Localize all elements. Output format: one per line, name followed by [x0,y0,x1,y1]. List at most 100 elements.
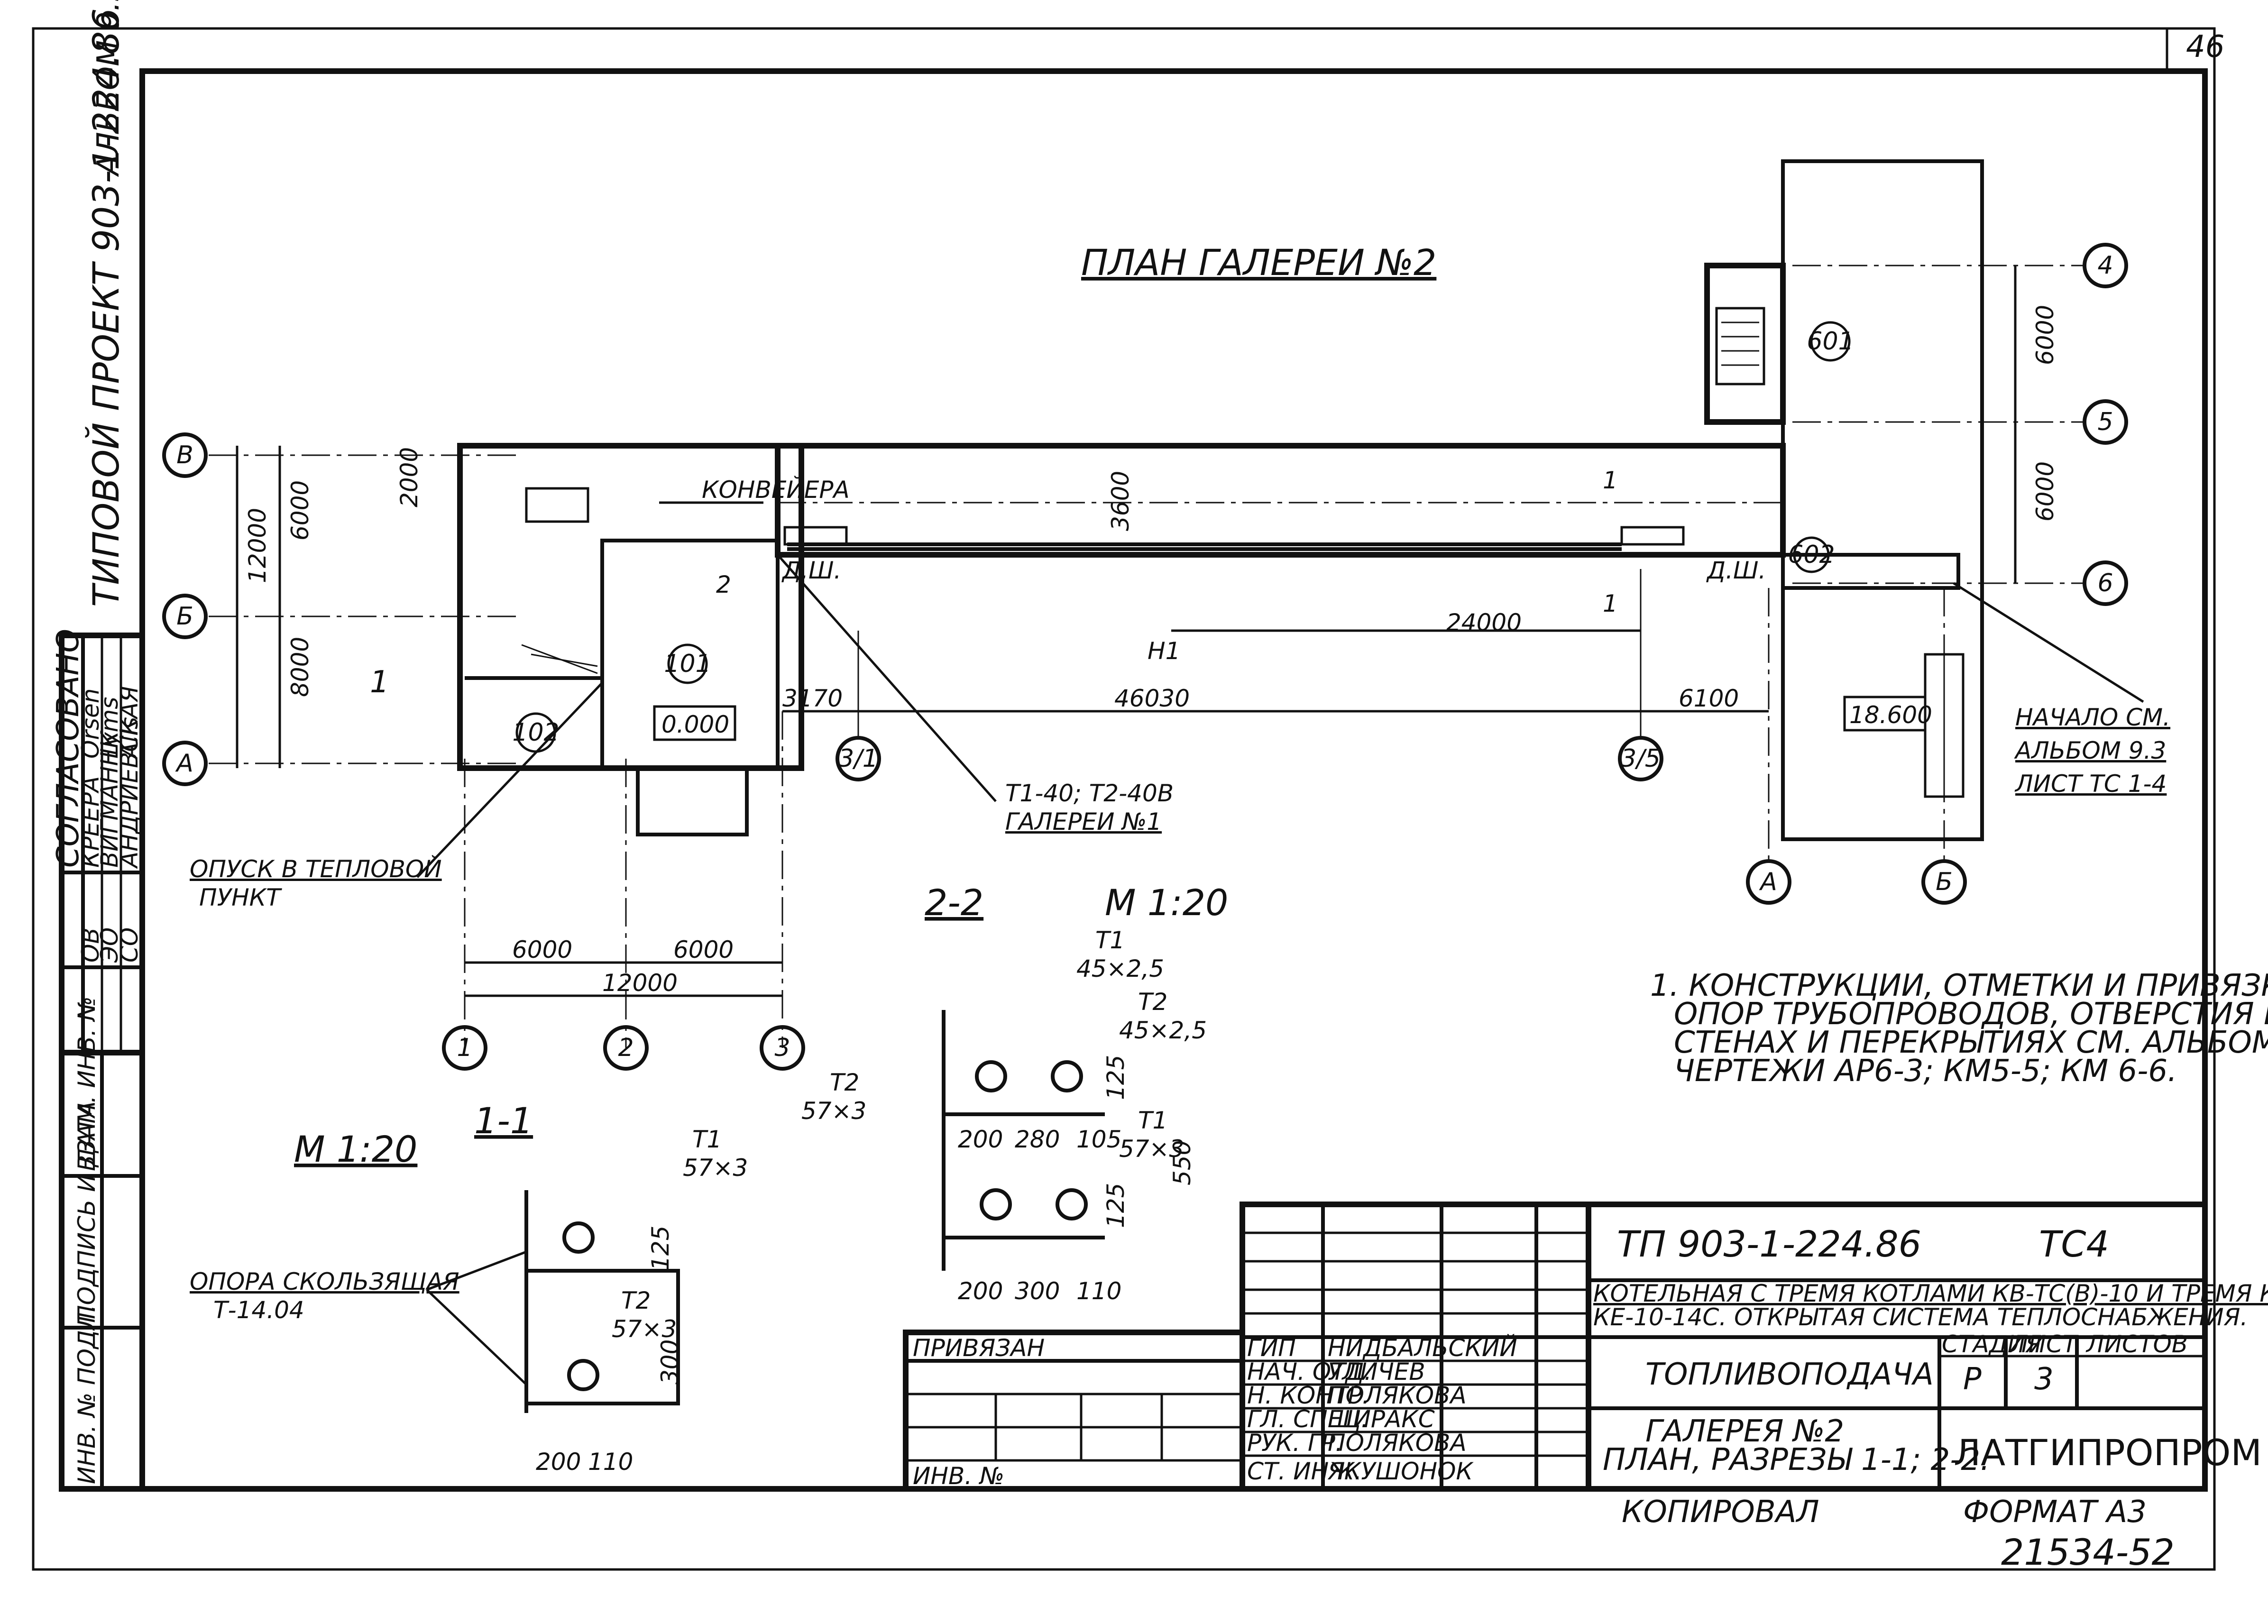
pipe-size: 57×3 [1119,1135,1184,1163]
dim-text: 12000 [602,969,678,997]
dim-text: 8000 [286,637,314,697]
section-mark: 1 [370,665,389,700]
axis-bubble [442,1025,487,1071]
axis-label: А [175,749,193,778]
org-name: ЛАТГИПРОПРОМ [1954,1431,2262,1474]
stamp-field-1: ВЗАМ. ИНВ. № [73,996,101,1171]
dim-text: 280 [1015,1126,1060,1153]
dim-text: 3170 [782,685,843,712]
conveyor-label: КОНВЕЙЕРА [702,476,850,504]
axis-bubble [2083,243,2128,288]
staff-role: СТ. ИНЖ. [1247,1458,1362,1485]
dim-text: 24000 [1446,609,1522,636]
note-line: ОПОР ТРУБОПРОВОДОВ, ОТВЕРСТИЯ В [1674,997,2268,1032]
axis-label: А [1759,868,1777,896]
gallery-plan: ПЛАН ГАЛЕРЕИ №2 В Б А 1 2 3 3/1 3/5 4 [162,159,2170,1071]
sheet-header: ЛИСТ [2010,1330,2079,1358]
dim-text: 2000 [395,447,423,507]
dim-text: 3600 [1107,471,1134,531]
bound-label: ПРИВЯЗАН [913,1334,1045,1362]
staff-name: НИДБАЛЬСКИЙ [1328,1334,1517,1362]
staff-name: ПОЛЯКОВА [1328,1429,1467,1457]
dim-text: 200 [958,1277,1003,1305]
axis-bubble [1618,736,1663,781]
dim-text: 125 [1102,1055,1129,1100]
axis-label: 3/5 [1621,744,1661,773]
dim-text: 105 [1076,1126,1121,1153]
staff-role: ГЛ. СПЕЦ. [1247,1405,1368,1433]
staff-name: ПОЛЯКОВА [1328,1382,1467,1409]
title-block: ПРИВЯЗАН ИНВ. № ТП 903-1-224.86 ТС4 КОТЕ… [903,1202,2268,1573]
approval-role-2: ЭО [96,927,123,963]
dim-text: 200 [536,1448,581,1476]
note-line: 1. КОНСТРУКЦИИ, ОТМЕТКИ И ПРИВЯЗКИ [1650,968,2268,1003]
stamp-strip: ВЗАМ. ИНВ. № ПОДПИСЬ И ДАТА ИНВ. № ПОДЛ. [59,996,145,1492]
gallery-outline [775,443,1786,558]
project-code: ТП 903-1-224.86 [1617,1223,1921,1265]
pipe-size: 57×3 [683,1154,748,1182]
axis-bubble [2083,560,2128,606]
dim-text: 6000 [2031,461,2059,522]
level-mark: 18.600 [1849,701,1932,729]
axis-label: 1 [457,1034,472,1062]
pipes-note-2: ГАЛЕРЕИ №1 [1005,808,1162,835]
drawing-mark: ТС4 [2039,1223,2109,1265]
tower-outline [1781,159,1984,841]
pipe-label: Т2 [1138,988,1167,1016]
pipe-label: Т1 [1095,927,1125,954]
level-mark: 0.000 [661,711,729,738]
axis-label: 2 [618,1034,634,1062]
approval-name-2: ВИГМАННК [96,730,123,868]
dim-text: 6100 [1679,685,1739,712]
dim-text: 300 [1015,1277,1060,1305]
note-line: СТЕНАХ И ПЕРЕКРЫТИЯХ СМ. АЛЬБОМ 5.8 [1674,1025,2268,1060]
room-number: 601 [1807,327,1854,356]
section-scale: М 1:20 [294,1128,417,1170]
approval-name-1: КРЕЕРА [77,776,104,868]
axis-note: H1 [1148,637,1180,665]
stamp-field-3: ИНВ. № ПОДЛ. [73,1305,101,1485]
approval-role-3: СО [116,927,143,963]
staff-role: Н. КОНТР. [1247,1382,1369,1409]
approval-sign-3: Alls [116,717,143,760]
section-1-1: 1-1 М 1:20 Т1 57×3 Т2 57×3 ОПОРА СКОЛЬЗЯ… [190,1100,748,1476]
axis-label: 3 [774,1034,790,1062]
inv-label: ИНВ. № [913,1462,1004,1490]
axis-label: Б [1936,868,1953,896]
note-line: ЧЕРТЕЖИ АР6-3; КМ5-5; КМ 6-6. [1674,1054,2177,1089]
section-title: 1-1 [474,1100,533,1142]
room-number: 102 [512,718,559,747]
project-label: ТИПОВОЙ ПРОЕКТ 903-1-224.86 [85,8,127,607]
general-notes: 1. КОНСТРУКЦИИ, ОТМЕТКИ И ПРИВЯЗКИ ОПОР … [1650,968,2268,1089]
axis-label: 5 [2097,408,2113,436]
dim-text: 6000 [512,936,572,963]
sheet-title-2: ПЛАН, РАЗРЕЗЫ 1-1; 2-2. [1603,1442,1990,1477]
pipe-size: 45×2,5 [1076,955,1164,982]
section-scale: М 1:20 [1105,881,1228,924]
pipe-label: Т1 [1138,1107,1167,1134]
approvals-title: СОГЛАСОВАНО [51,629,86,868]
staff-name: УЛИЧЕВ [1328,1358,1425,1385]
support-note-1: ОПОРА СКОЛЬЗЯЩАЯ [190,1268,459,1295]
sheet-title-1: ГАЛЕРЕЯ №2 [1645,1414,1844,1449]
sheets-header: ЛИСТОВ [2085,1330,2188,1358]
section-title: 2-2 [925,881,983,924]
room-marker [1810,321,1851,362]
axis-label: 3/1 [838,744,878,773]
axis-bubble [162,741,208,786]
room-number: 101 [664,650,711,678]
format-label: ФОРМАТ А3 [1963,1495,2147,1530]
axis-label: 4 [2097,251,2113,280]
axis-bubble [1746,859,1791,905]
project-desc-1: КОТЕЛЬНАЯ С ТРЕМЯ КОТЛАМИ КВ-ТС(В)-10 И … [1593,1280,2268,1307]
staff-name: ЯКУШОНОК [1327,1458,1474,1485]
room-marker [1793,536,1830,573]
axis-bubble [1921,859,1967,905]
flue-label: Д.Ш. [1706,557,1766,584]
pipe-label: Т1 [692,1126,722,1153]
section-mark: 2 [716,571,731,598]
staff-role: РУК. ГР. [1247,1429,1343,1457]
section-mark: 1 [1603,467,1618,494]
dim-text: 110 [1076,1277,1121,1305]
